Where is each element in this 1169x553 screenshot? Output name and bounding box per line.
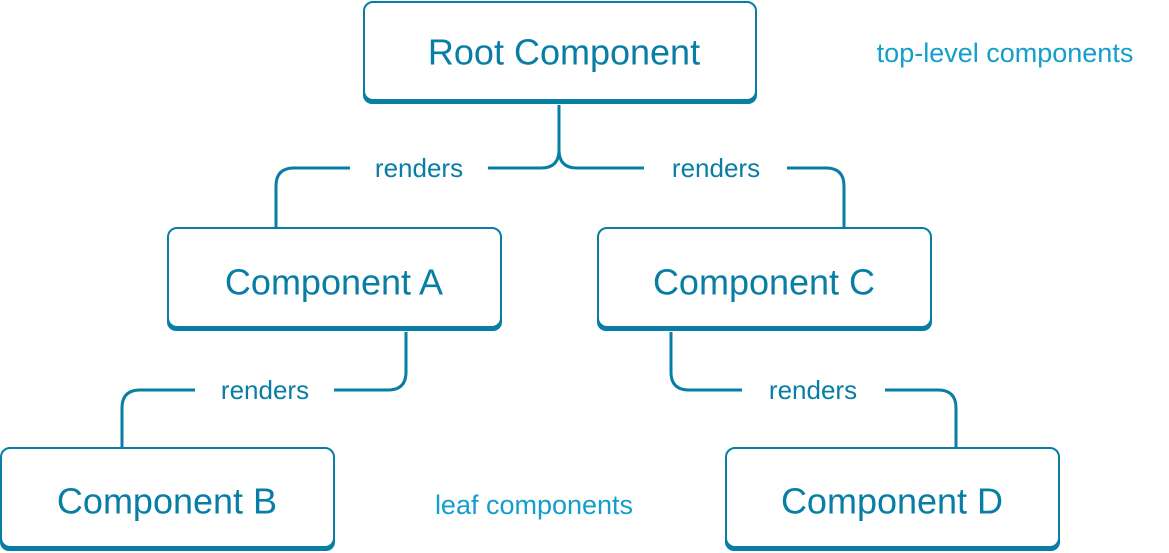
node-root-component-label: Root Component bbox=[428, 32, 700, 73]
node-component-d: Component D bbox=[725, 447, 1060, 551]
node-component-a: Component A bbox=[167, 227, 502, 331]
node-component-c-label: Component C bbox=[653, 262, 875, 303]
edge-label-root-to-c: renders bbox=[672, 153, 760, 183]
edge-label-c-to-d: renders bbox=[769, 375, 857, 405]
node-component-b-label: Component B bbox=[57, 481, 277, 522]
annotation-leaf-components: leaf components bbox=[435, 490, 633, 520]
node-root-component: Root Component bbox=[363, 1, 757, 104]
node-component-a-label: Component A bbox=[225, 262, 443, 303]
annotation-top-level-components: top-level components bbox=[877, 38, 1134, 68]
connector-root-to-c bbox=[557, 105, 846, 228]
edge-label-root-to-a: renders bbox=[375, 153, 463, 183]
node-component-d-label: Component D bbox=[781, 481, 1003, 522]
edge-label-a-to-b: renders bbox=[221, 375, 309, 405]
node-component-c: Component C bbox=[597, 227, 932, 331]
connector-a-to-b bbox=[120, 332, 408, 448]
node-component-b: Component B bbox=[0, 447, 335, 551]
connector-c-to-d bbox=[669, 332, 958, 448]
